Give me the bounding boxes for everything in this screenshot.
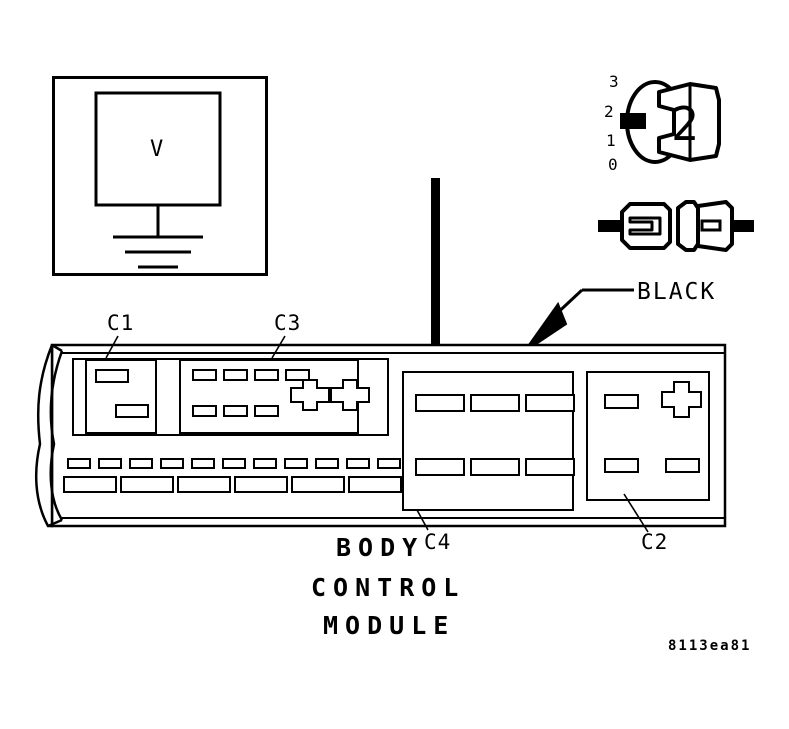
module-endcap-bottom-edge	[47, 518, 63, 528]
c3-cavity-5	[192, 405, 217, 417]
module-title-line-1: BODY	[336, 533, 425, 562]
rotary-switch-graphic	[620, 80, 721, 164]
inline-connector-pair-icon	[598, 198, 754, 254]
header-wide-pin-6	[348, 476, 402, 493]
header-small-pin-8	[284, 458, 308, 469]
c3-leader-line	[271, 335, 286, 359]
module-endcap-top-edge	[51, 343, 63, 353]
dial-selected-value: 2	[671, 97, 699, 151]
connector-c3-label: C3	[274, 311, 302, 335]
connector-c2-label: C2	[641, 530, 669, 554]
c3-cavity-4	[285, 369, 310, 381]
c4-cavity-3	[525, 394, 575, 412]
voltmeter-symbol-box	[52, 76, 268, 276]
header-wide-pin-4	[234, 476, 288, 493]
voltmeter-label: V	[150, 137, 164, 162]
connector-right-wire	[732, 220, 754, 232]
dial-position-1-label: 1	[606, 131, 616, 150]
c2-large-pin-1	[661, 381, 702, 418]
dial-position-2-label: 2	[604, 102, 614, 121]
black-wire-leader	[514, 276, 644, 356]
c3-cavity-3	[254, 369, 279, 381]
dial-selector-mark	[620, 113, 646, 129]
c4-cavity-5	[470, 458, 520, 476]
leader-arrowhead	[523, 301, 568, 353]
c2-cavity-1	[604, 394, 639, 409]
c4-leader-line	[416, 509, 429, 531]
header-wide-pin-1	[63, 476, 117, 493]
c4-cavity-4	[415, 458, 465, 476]
connector-female-cavity	[700, 219, 722, 232]
black-wire-label: BLACK	[637, 279, 717, 305]
c1-cavity-2	[115, 404, 149, 418]
c3-cavity-2	[223, 369, 248, 381]
c3-cavity-1	[192, 369, 217, 381]
connector-male-housing	[620, 202, 672, 250]
arrow-shaft	[431, 178, 440, 360]
connector-c1-label: C1	[107, 311, 135, 335]
voltmeter-symbol-graphic	[52, 76, 268, 276]
header-small-pin-11	[377, 458, 401, 469]
connector-c4-label: C4	[424, 530, 452, 554]
voltmeter-meter-body	[94, 91, 222, 207]
c2-cavity-3	[604, 458, 639, 473]
connector-male-blade	[628, 216, 662, 236]
header-small-pin-1	[67, 458, 91, 469]
black-wire-leader-graphic	[523, 288, 634, 353]
body-control-module	[28, 340, 728, 532]
module-left-endcap-outer	[34, 344, 54, 528]
module-title-line-3: MODULE	[323, 611, 456, 640]
module-title-line-2: CONTROL	[311, 573, 466, 602]
header-wide-pin-2	[120, 476, 174, 493]
header-small-pin-4	[160, 458, 184, 469]
c2-cavity-4	[665, 458, 700, 473]
module-left-endcap-inner	[49, 350, 64, 521]
dial-position-0-label: 0	[608, 155, 618, 174]
header-wide-pin-5	[291, 476, 345, 493]
c1-leader-line	[105, 335, 119, 359]
rotary-switch-icon	[618, 78, 724, 166]
header-small-pin-3	[129, 458, 153, 469]
c3-cavity-6	[223, 405, 248, 417]
header-small-pin-2	[98, 458, 122, 469]
c3-large-pin-1	[290, 379, 330, 411]
header-small-pin-6	[222, 458, 246, 469]
body-control-module-graphic	[34, 343, 727, 528]
header-small-pin-7	[253, 458, 277, 469]
c4-cavity-2	[470, 394, 520, 412]
c3-large-pin-2	[330, 379, 370, 411]
c4-cavity-6	[525, 458, 575, 476]
inline-connector-graphic	[598, 200, 754, 252]
c4-cavity-1	[415, 394, 465, 412]
c2-leader-line	[623, 493, 649, 533]
connector-left-wire	[598, 220, 620, 232]
header-small-pin-5	[191, 458, 215, 469]
header-small-pin-10	[346, 458, 370, 469]
header-wide-pin-3	[177, 476, 231, 493]
figure-reference-code: 8113ea81	[668, 638, 752, 654]
dial-position-3-label: 3	[609, 72, 619, 91]
c1-cavity-1	[95, 369, 129, 383]
c3-cavity-7	[254, 405, 279, 417]
header-small-pin-9	[315, 458, 339, 469]
